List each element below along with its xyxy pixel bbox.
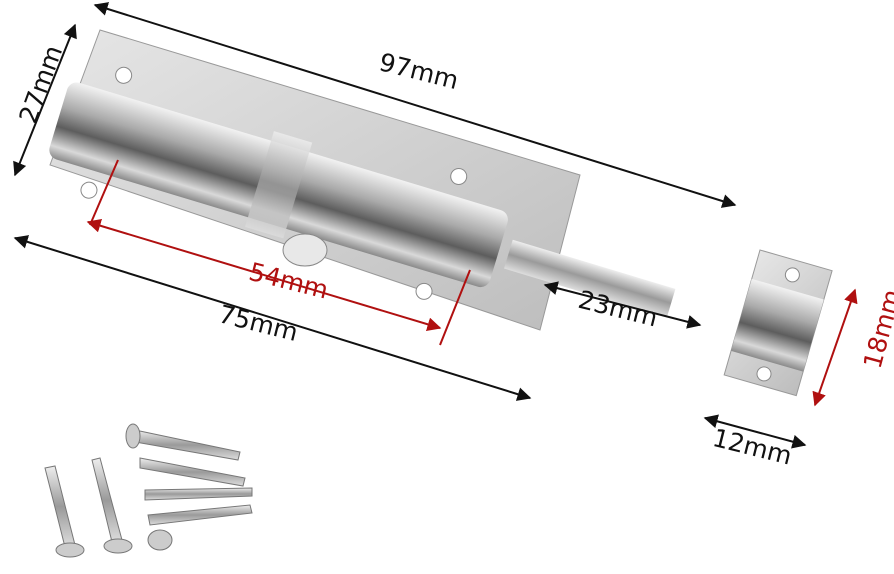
dimension-plate-length: 75mm xyxy=(216,299,301,347)
keeper xyxy=(723,249,833,397)
bolt-body xyxy=(49,29,676,331)
dimension-keeper-height: 18mm xyxy=(858,286,894,371)
dimension-overall-length: 97mm xyxy=(376,47,461,95)
dimension-hole-spacing: 54mm xyxy=(246,257,331,305)
dimension-lines xyxy=(13,2,858,449)
screws xyxy=(44,423,253,558)
